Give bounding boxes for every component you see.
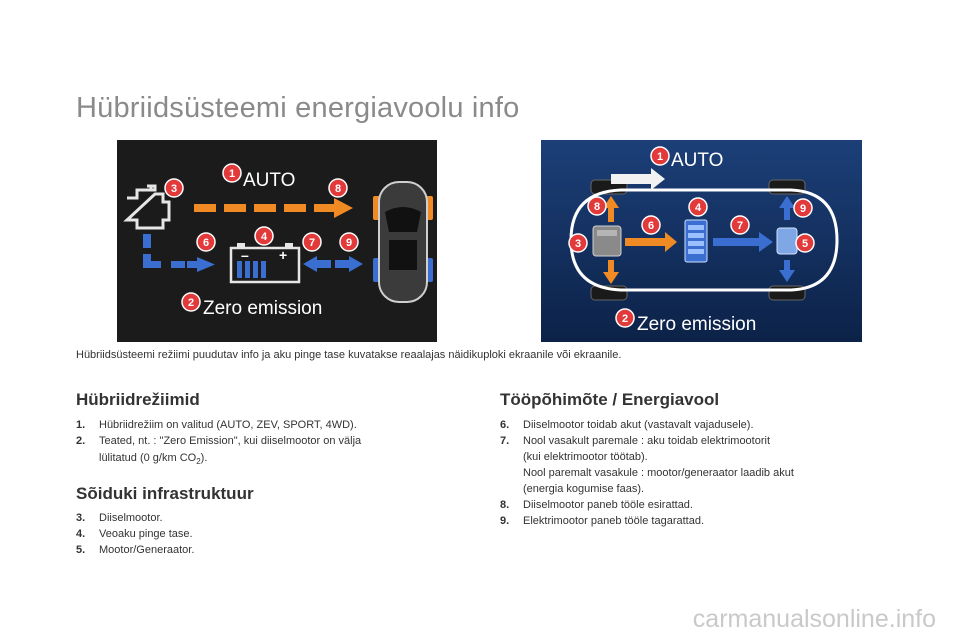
- svg-text:8: 8: [594, 201, 600, 213]
- svg-text:1: 1: [657, 151, 663, 163]
- item-number: 1.: [76, 419, 86, 431]
- item-text: Diiselmootor.: [99, 512, 163, 524]
- page-title: Hübriidsüsteemi energiavoolu info: [76, 92, 520, 124]
- diagram-marker-3: 3: [164, 178, 184, 198]
- principle-list: 6. Diiselmootor toidab akut (vastavalt v…: [500, 417, 794, 529]
- car-chassis-outline: [569, 179, 839, 301]
- svg-text:9: 9: [800, 203, 806, 215]
- diagram-marker-4: 4: [688, 197, 708, 217]
- item-text: Elektrimootor paneb tööle tagarattad.: [523, 515, 705, 527]
- list-item: 2. Teated, nt. : "Zero Emission", kui di…: [76, 433, 361, 449]
- item-text-continuation: lülitatud (0 g/km CO: [99, 452, 197, 464]
- list-item: 5. Mootor/Generaator.: [76, 542, 194, 558]
- svg-text:3: 3: [171, 183, 177, 195]
- diagram-marker-7: 7: [730, 215, 750, 235]
- item-text-end: ).: [200, 452, 208, 464]
- diagram-marker-1: 1: [650, 146, 670, 166]
- car-top-view-icon: [373, 181, 433, 303]
- battery-icon: [229, 243, 301, 284]
- list-item-continuation: (kui elektrimootor töötab).: [523, 451, 648, 463]
- svg-text:8: 8: [335, 183, 341, 195]
- watermark: carmanualsonline.info: [692, 605, 936, 633]
- item-text: Diiselmootor paneb tööle esirattad.: [523, 499, 693, 511]
- motor-generator-icon: [776, 227, 798, 255]
- list-item: 7. Nool vasakult paremale : aku toidab e…: [500, 433, 794, 449]
- energy-flow-diagram-blue: 1 8 6 4 7 9 3 5 2 AUTO Zero emission: [541, 140, 862, 342]
- blue-flow-path: [143, 234, 215, 272]
- svg-text:1: 1: [229, 168, 235, 180]
- item-text: Mootor/Generaator.: [99, 544, 195, 556]
- svg-text:2: 2: [622, 313, 628, 325]
- svg-text:4: 4: [261, 231, 268, 243]
- item-number: 9.: [500, 515, 510, 527]
- diagram-marker-6: 6: [196, 232, 216, 252]
- item-text: Veoaku pinge tase.: [99, 528, 193, 540]
- item-number: 5.: [76, 544, 86, 556]
- list-item-continuation: lülitatud (0 g/km CO2).: [76, 449, 361, 470]
- diagram-caption: Hübriidsüsteemi režiimi puudutav info ja…: [76, 349, 622, 361]
- list-item-continuation: (energia kogumise faas).: [523, 483, 645, 495]
- list-item: 1. Hübriidrežiim on valitud (AUTO, ZEV, …: [76, 417, 361, 433]
- diagram-marker-5: 5: [795, 233, 815, 253]
- diagram-marker-2: 2: [181, 292, 201, 312]
- list-item: 6. Diiselmootor toidab akut (vastavalt v…: [500, 417, 794, 433]
- item-text: Teated, nt. : "Zero Emission", kui diise…: [99, 435, 362, 447]
- svg-text:9: 9: [346, 237, 352, 249]
- list-item: 9. Elektrimootor paneb tööle tagarattad.: [500, 513, 794, 529]
- svg-text:6: 6: [648, 220, 654, 232]
- svg-text:4: 4: [695, 202, 702, 214]
- diagram-marker-8: 8: [328, 178, 348, 198]
- blue-flow-arrow: [713, 196, 795, 282]
- section-heading-modes: Hübriidrežiimid: [76, 390, 200, 409]
- diesel-engine-icon: [592, 225, 622, 257]
- bidirectional-flow-arrow: [303, 256, 363, 272]
- svg-text:7: 7: [737, 220, 743, 232]
- mode-label: AUTO: [243, 170, 295, 191]
- diagram-marker-7: 7: [302, 232, 322, 252]
- mode-label: AUTO: [671, 150, 723, 171]
- battery-plus-label: +: [279, 247, 287, 263]
- item-number: 6.: [500, 419, 510, 431]
- item-text: Hübriidrežiim on valitud (AUTO, ZEV, SPO…: [99, 419, 357, 431]
- subscript-text: 2: [196, 457, 201, 467]
- orange-flow-arrow: [194, 198, 353, 218]
- energy-flow-diagram-dark: – + 1 3 8 6 4 7 9 2 AUTO Zero emission: [117, 140, 437, 342]
- item-number: 8.: [500, 499, 510, 511]
- item-number: 3.: [76, 512, 86, 524]
- battery-icon: [684, 219, 708, 263]
- orange-flow-arrow: [603, 196, 677, 284]
- list-item-continuation: Nool paremalt vasakule : mootor/generaat…: [523, 467, 794, 479]
- diagram-marker-1: 1: [222, 163, 242, 183]
- diagram-marker-2: 2: [615, 308, 635, 328]
- zero-emission-label: Zero emission: [203, 298, 322, 319]
- svg-text:5: 5: [802, 238, 808, 250]
- svg-text:6: 6: [203, 237, 209, 249]
- list-item: 4. Veoaku pinge tase.: [76, 526, 194, 542]
- diagram-marker-3: 3: [568, 233, 588, 253]
- svg-text:7: 7: [309, 237, 315, 249]
- modes-list: 1. Hübriidrežiim on valitud (AUTO, ZEV, …: [76, 417, 361, 470]
- zero-emission-label: Zero emission: [637, 314, 756, 335]
- battery-minus-label: –: [241, 247, 249, 263]
- list-item: 3. Diiselmootor.: [76, 510, 194, 526]
- diagram-marker-8: 8: [587, 196, 607, 216]
- section-heading-principle: Tööpõhimõte / Energiavool: [500, 390, 720, 409]
- item-number: 2.: [76, 435, 86, 447]
- svg-text:3: 3: [575, 238, 581, 250]
- svg-text:2: 2: [188, 297, 194, 309]
- section-heading-infrastructure: Sõiduki infrastruktuur: [76, 484, 254, 503]
- diagram-marker-6: 6: [641, 215, 661, 235]
- item-number: 4.: [76, 528, 86, 540]
- diagram-marker-4: 4: [254, 226, 274, 246]
- diesel-engine-icon: [123, 184, 171, 230]
- item-text: Nool vasakult paremale : aku toidab elek…: [523, 435, 771, 447]
- infrastructure-list: 3. Diiselmootor. 4. Veoaku pinge tase. 5…: [76, 510, 194, 558]
- diagram-marker-9: 9: [339, 232, 359, 252]
- item-text: Diiselmootor toidab akut (vastavalt vaja…: [523, 419, 754, 431]
- diagram-marker-9: 9: [793, 198, 813, 218]
- item-number: 7.: [500, 435, 510, 447]
- list-item: 8. Diiselmootor paneb tööle esirattad.: [500, 497, 794, 513]
- white-direction-arrow: [611, 168, 665, 190]
